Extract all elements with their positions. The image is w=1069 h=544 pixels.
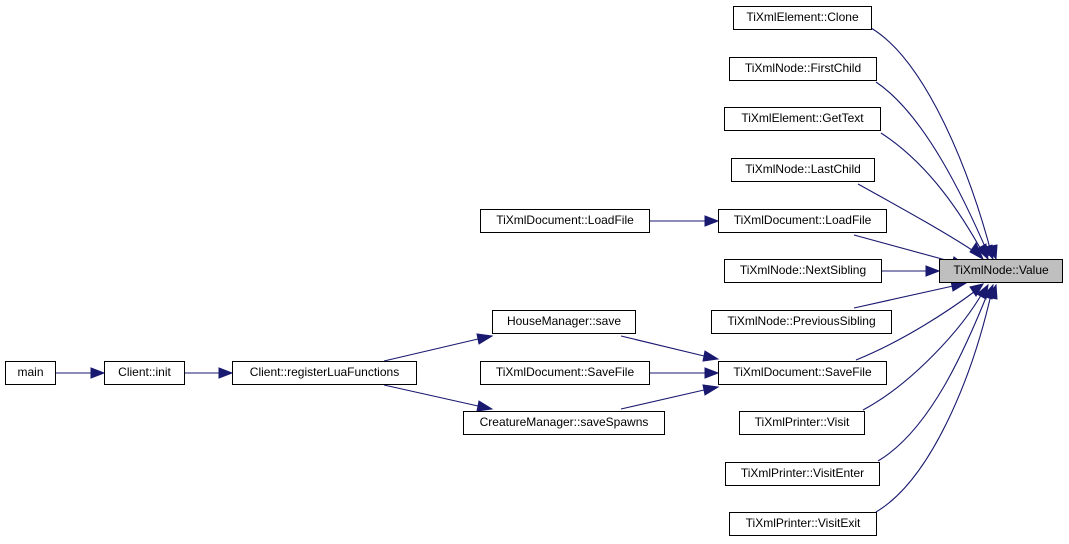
edge-gettext-to-value: [880, 132, 985, 256]
node-label: TiXmlElement::Clone: [746, 10, 859, 24]
node-last-child[interactable]: TiXmlNode::LastChild: [731, 158, 875, 182]
edge-visitenter-to-value: [877, 289, 990, 462]
node-label: TiXmlNode::LastChild: [745, 162, 861, 176]
edge-arrowhead: [976, 243, 989, 261]
node-printer-visit[interactable]: TiXmlPrinter::Visit: [739, 411, 865, 435]
edge-firstchild-to-value: [875, 81, 990, 257]
edge-visitexit-to-value: [875, 289, 993, 513]
node-label: TiXmlNode::NextSibling: [739, 263, 867, 277]
node-doc-savefile-caller[interactable]: TiXmlDocument::SaveFile: [480, 361, 650, 385]
edge-creature-save-to-savefile: [620, 389, 705, 410]
node-label: Client::registerLuaFunctions: [249, 365, 400, 379]
edge-arrowhead: [704, 215, 720, 227]
node-main[interactable]: main: [5, 361, 56, 385]
edge-arrowhead: [704, 367, 720, 379]
node-creature-manager-save-spawns[interactable]: CreatureManager::saveSpawns: [463, 411, 665, 435]
edge-arrowhead: [702, 384, 720, 396]
node-element-get-text[interactable]: TiXmlElement::GetText: [724, 107, 881, 131]
node-next-sibling[interactable]: TiXmlNode::NextSibling: [724, 259, 882, 283]
edge-lastchild-to-value: [857, 183, 979, 255]
edge-arrowhead: [986, 283, 998, 300]
node-element-clone[interactable]: TiXmlElement::Clone: [733, 6, 872, 30]
edge-arrowhead: [925, 265, 941, 277]
node-label: TiXmlDocument::LoadFile: [733, 213, 872, 227]
edge-register-to-creature-save: [383, 384, 479, 407]
node-client-init[interactable]: Client::init: [104, 361, 185, 385]
node-previous-sibling[interactable]: TiXmlNode::PreviousSibling: [711, 310, 892, 334]
node-label: TiXmlPrinter::VisitEnter: [740, 466, 865, 480]
edge-arrowhead: [90, 367, 106, 379]
edge-arrowhead: [702, 350, 720, 362]
edge-arrowhead: [476, 400, 494, 412]
node-first-child[interactable]: TiXmlNode::FirstChild: [729, 57, 877, 81]
edge-loadfile-to-value: [853, 234, 954, 263]
edge-arrowhead: [476, 333, 494, 345]
node-label: TiXmlDocument::LoadFile: [496, 213, 634, 227]
edge-arrowhead: [969, 241, 985, 261]
node-label: TiXmlNode::Value: [953, 263, 1049, 277]
node-label: TiXmlDocument::SaveFile: [495, 365, 635, 379]
node-label: TiXmlElement::GetText: [741, 111, 864, 125]
edge-arrowhead: [218, 367, 234, 379]
edge-visit-to-value: [862, 289, 985, 411]
node-label: TiXmlDocument::SaveFile: [733, 365, 872, 379]
node-doc-loadfile-caller[interactable]: TiXmlDocument::LoadFile: [480, 209, 650, 233]
edge-savefile-to-value: [855, 288, 979, 361]
node-label: TiXmlNode::FirstChild: [744, 61, 862, 75]
node-house-manager-save[interactable]: HouseManager::save: [492, 310, 636, 334]
node-doc-loadfile[interactable]: TiXmlDocument::LoadFile: [718, 209, 887, 233]
edge-register-to-house-save: [383, 338, 479, 362]
node-doc-savefile[interactable]: TiXmlDocument::SaveFile: [718, 361, 887, 385]
node-label: HouseManager::save: [506, 314, 622, 328]
node-client-register-lua-functions[interactable]: Client::registerLuaFunctions: [232, 361, 417, 385]
node-label: TiXmlNode::PreviousSibling: [727, 314, 876, 328]
node-label: Client::init: [118, 365, 171, 379]
node-label: TiXmlPrinter::VisitExit: [745, 516, 861, 530]
edge-house-save-to-savefile: [620, 335, 705, 357]
edge-arrowhead: [969, 283, 985, 297]
edge-prevsibling-to-value: [853, 285, 954, 309]
node-value-selected: TiXmlNode::Value: [939, 259, 1063, 283]
node-label: main: [17, 365, 44, 379]
edge-clone-to-value: [870, 27, 993, 257]
node-label: TiXmlPrinter::Visit: [754, 415, 850, 429]
node-printer-visit-enter[interactable]: TiXmlPrinter::VisitEnter: [725, 462, 880, 486]
node-label: CreatureManager::saveSpawns: [479, 415, 649, 429]
node-printer-visit-exit[interactable]: TiXmlPrinter::VisitExit: [729, 512, 877, 536]
